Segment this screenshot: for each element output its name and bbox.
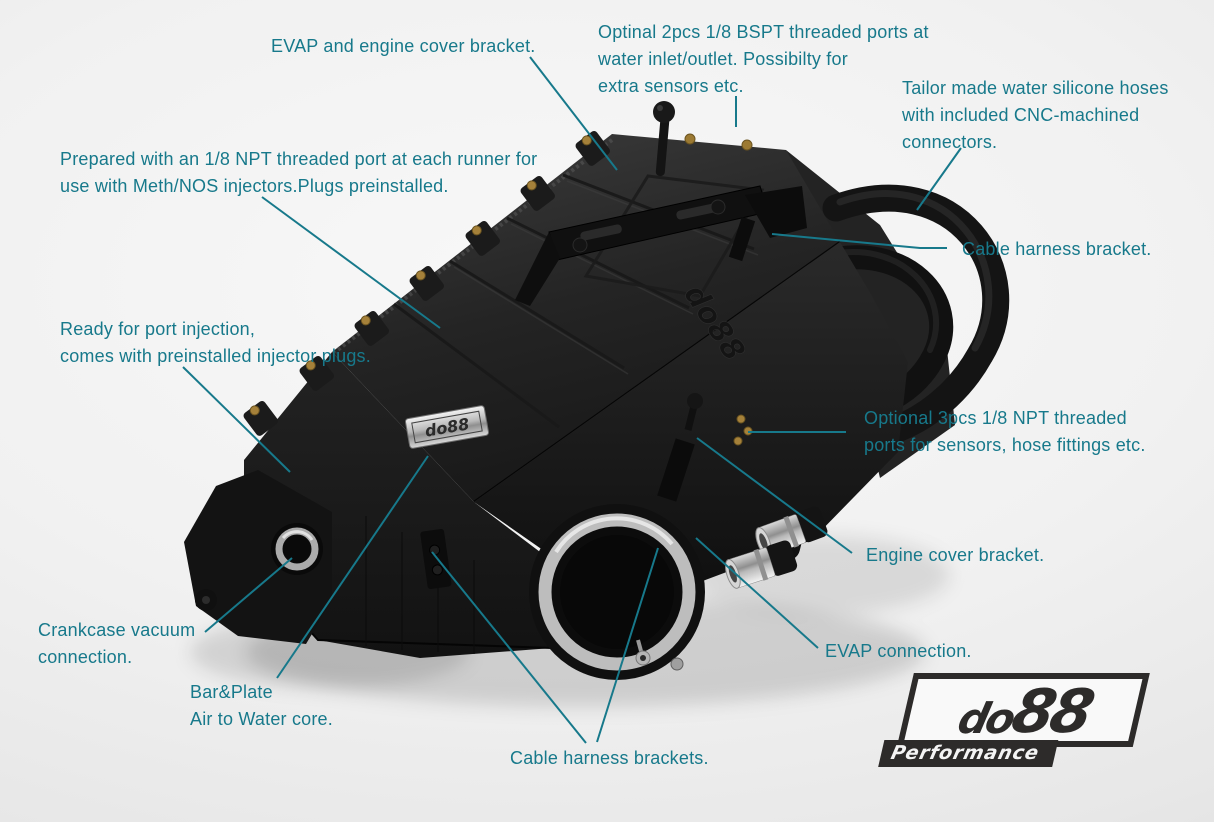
throttle-opening (529, 504, 705, 680)
leader-cable-harness-brackets-right (596, 547, 659, 743)
annotation-optional-2pcs-bspt: Optinal 2pcs 1/8 BSPT threaded ports at … (598, 22, 929, 96)
annotation-crankcase-vacuum: Crankcase vacuum connection. (38, 620, 196, 667)
leader-evap-engine-cover-bracket (529, 56, 618, 171)
annotation-optional-3pcs-npt: Optional 3pcs 1/8 NPT threaded ports for… (864, 408, 1146, 455)
evap-nipple (684, 393, 703, 431)
npt-ports-trio (733, 414, 753, 446)
vacuum-nipple (653, 101, 675, 176)
engine-cover-bracket-part (657, 438, 695, 502)
leader-npt-each-runner (261, 196, 441, 329)
annotation-npt-each-runner: Prepared with an 1/8 NPT threaded port a… (60, 149, 538, 196)
crankcase-vacuum-port (184, 470, 332, 644)
leader-engine-cover-bracket (696, 437, 853, 554)
annotation-cable-harness-brackets: Cable harness brackets. (510, 748, 709, 768)
leader-evap-connection (695, 537, 819, 649)
leader-cable-harness-bracket (771, 233, 947, 249)
annotation-evap-engine-cover-bracket: EVAP and engine cover bracket. (271, 36, 536, 56)
annotation-cable-harness-bracket: Cable harness bracket. (962, 239, 1152, 259)
annotation-evap-connection: EVAP connection. (825, 641, 972, 661)
leader-port-injection (182, 366, 291, 473)
do88-badge: do88 (404, 405, 490, 449)
annotation-port-injection: Ready for port injection, comes with pre… (60, 319, 371, 366)
annotation-tailor-made-hoses: Tailor made water silicone hoses with in… (902, 78, 1169, 152)
cable-harness-bracket-part (420, 529, 452, 590)
leader-cable-harness-brackets-left (431, 551, 587, 744)
logo-tagline: Performance (878, 740, 1059, 767)
logo-brand-prefix: do (953, 694, 1018, 744)
leader-lines (182, 56, 962, 744)
leader-tailor-made-hoses (916, 147, 962, 211)
runner-ports (243, 131, 610, 436)
logo-brand-suffix: 88 (1005, 677, 1098, 748)
leader-crankcase-vacuum (204, 557, 293, 633)
top-brackets (515, 101, 807, 306)
leader-bar-plate-core (276, 455, 429, 679)
throttle-nipple (635, 639, 651, 666)
annotation-bar-plate-core: Bar&Plate Air to Water core. (190, 682, 333, 729)
annotation-engine-cover-bracket: Engine cover bracket. (866, 545, 1045, 565)
